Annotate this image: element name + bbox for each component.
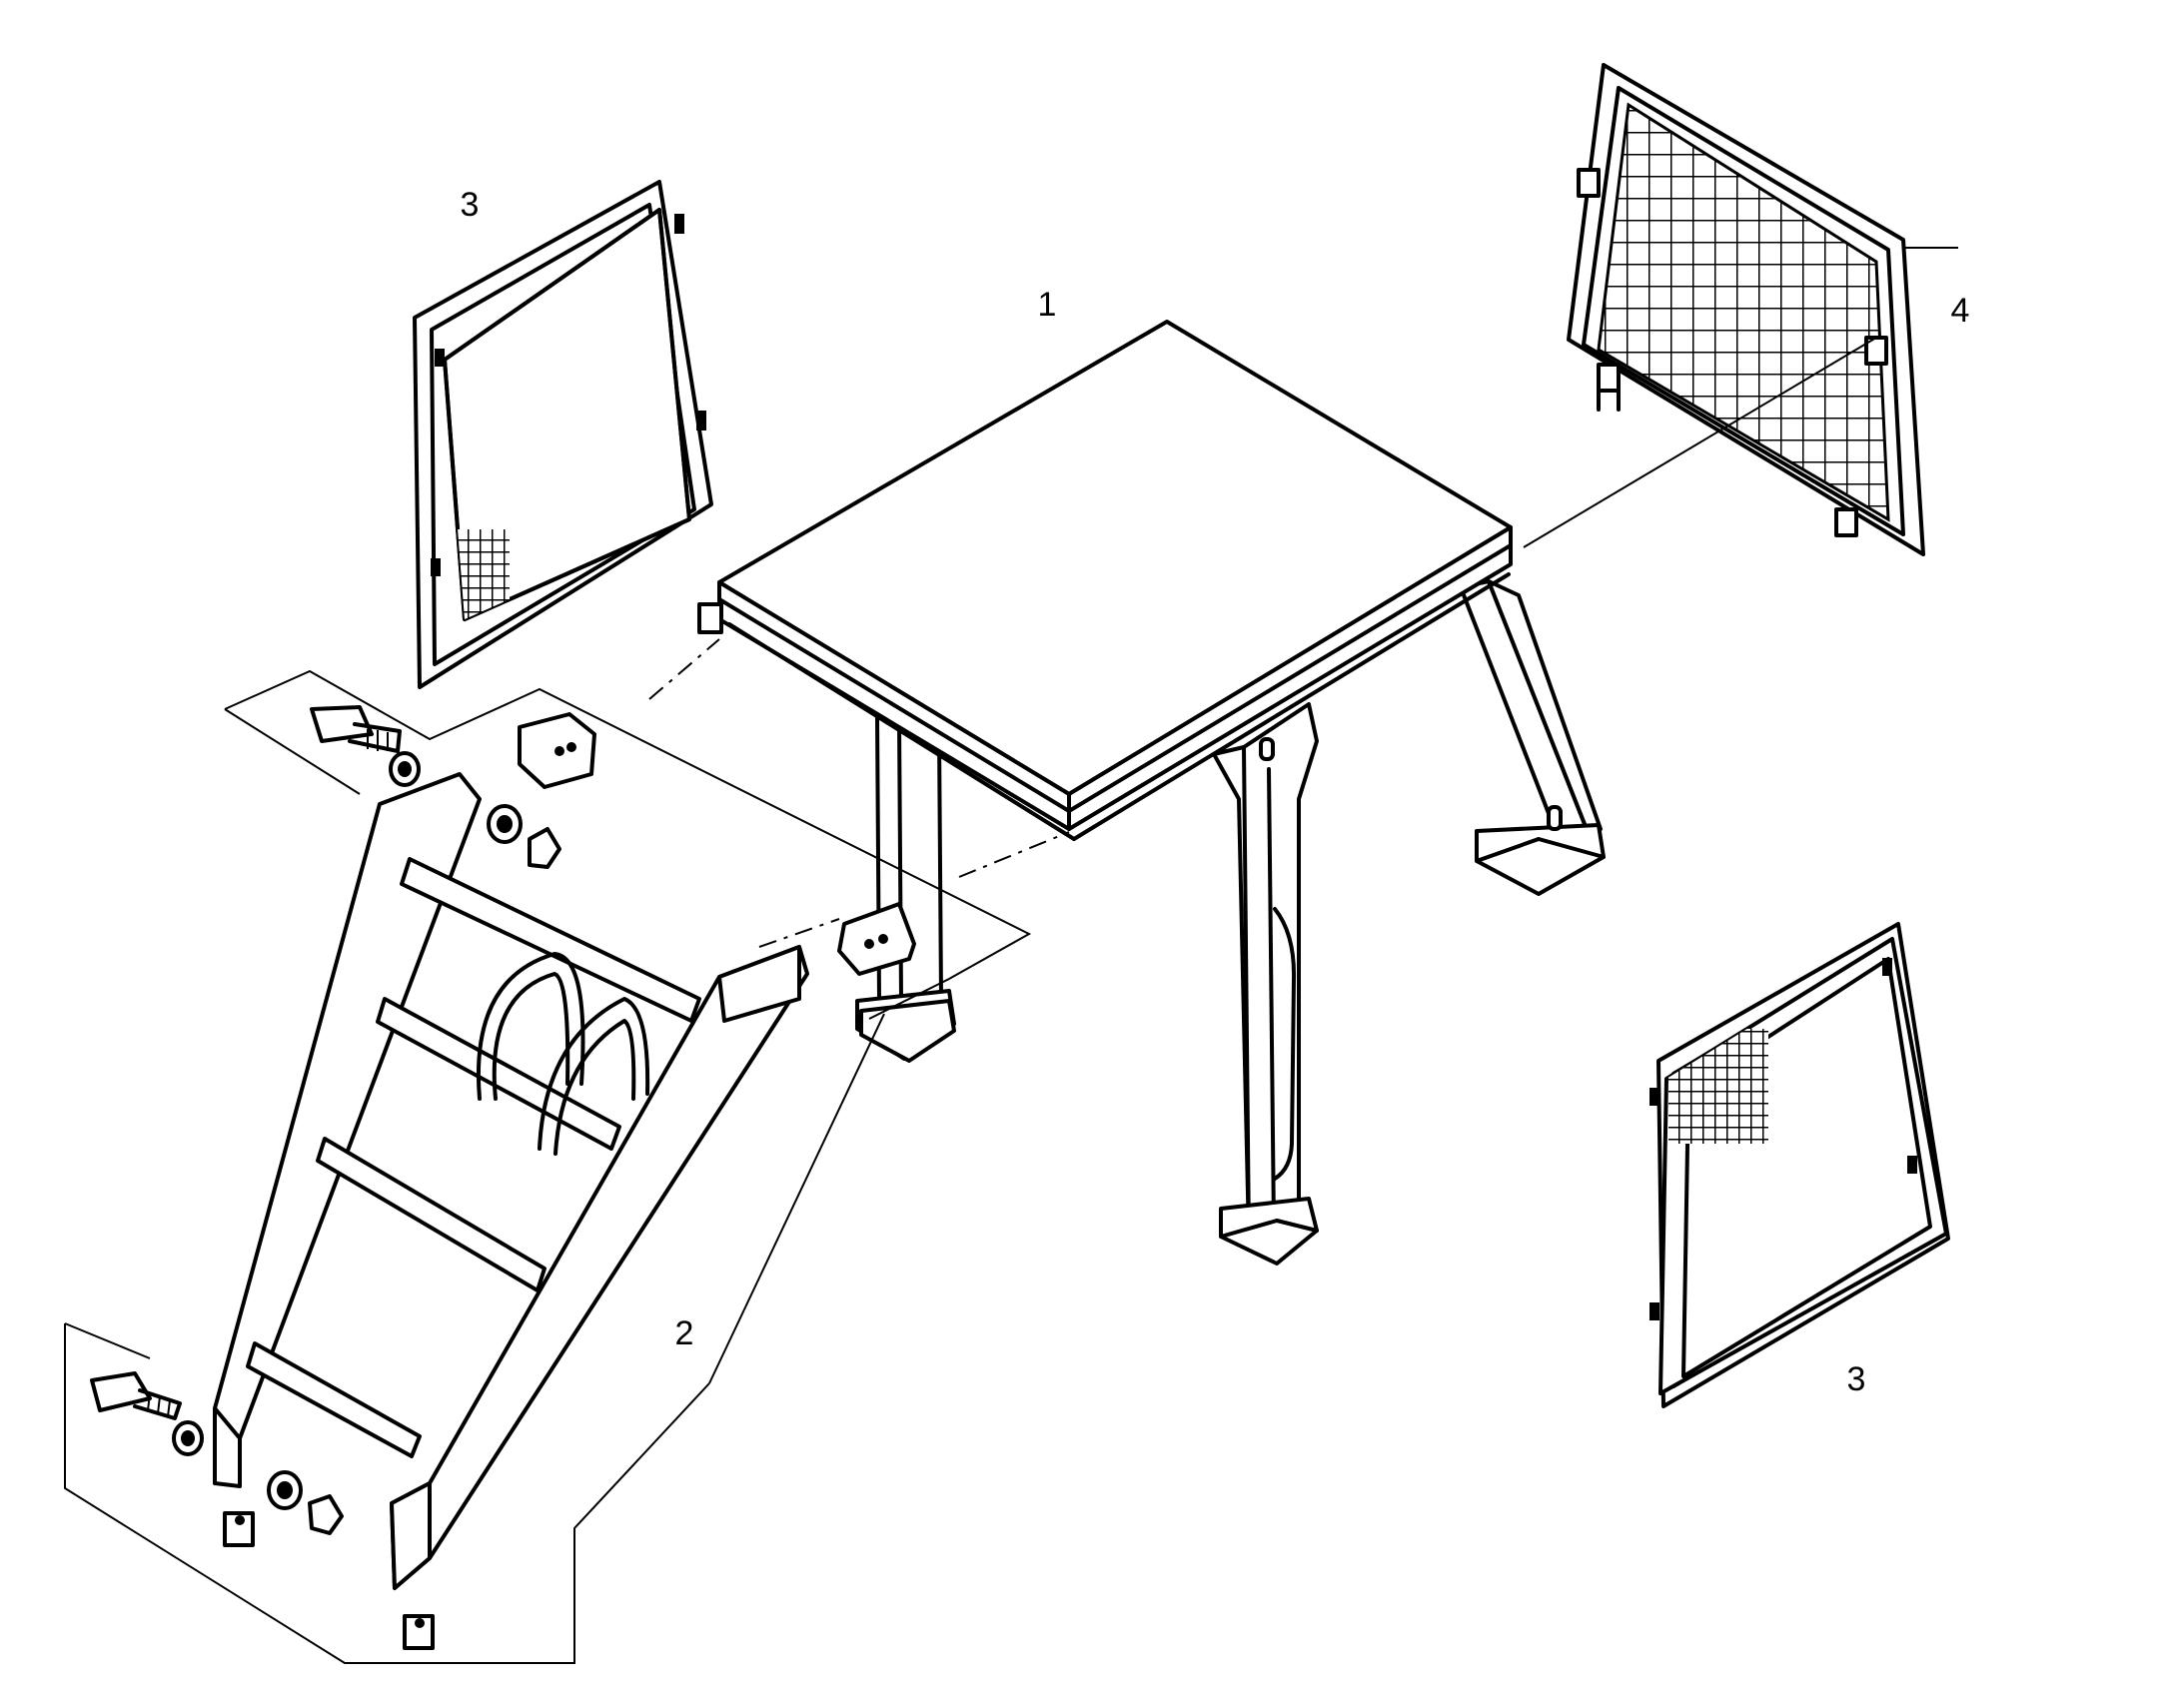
callout-side-panel-left: 3	[461, 186, 480, 224]
platform-leg-front	[1212, 702, 1319, 1266]
side-panel-left	[413, 180, 713, 689]
ladder-mid-bracket	[837, 902, 956, 1063]
leader-lines	[64, 247, 1958, 1664]
callout-rear-mesh-panel: 4	[1951, 292, 1970, 330]
ladder-bottom-bolt-set	[90, 1371, 435, 1650]
platform-assembly	[697, 320, 1606, 1266]
rear-mesh-panel	[1567, 63, 1925, 556]
side-panel-right	[1649, 922, 1950, 1408]
platform-top	[697, 320, 1513, 841]
ladder-assembly	[90, 705, 956, 1650]
platform-leg-rear-right	[1459, 579, 1606, 896]
ladder-top-bolt-set	[310, 705, 596, 869]
callout-platform: 1	[1038, 286, 1057, 324]
callout-side-panel-right: 3	[1847, 1360, 1866, 1398]
callout-ladder: 2	[675, 1314, 694, 1352]
callout-labels: 1 2 3 3 4	[461, 186, 1970, 1398]
